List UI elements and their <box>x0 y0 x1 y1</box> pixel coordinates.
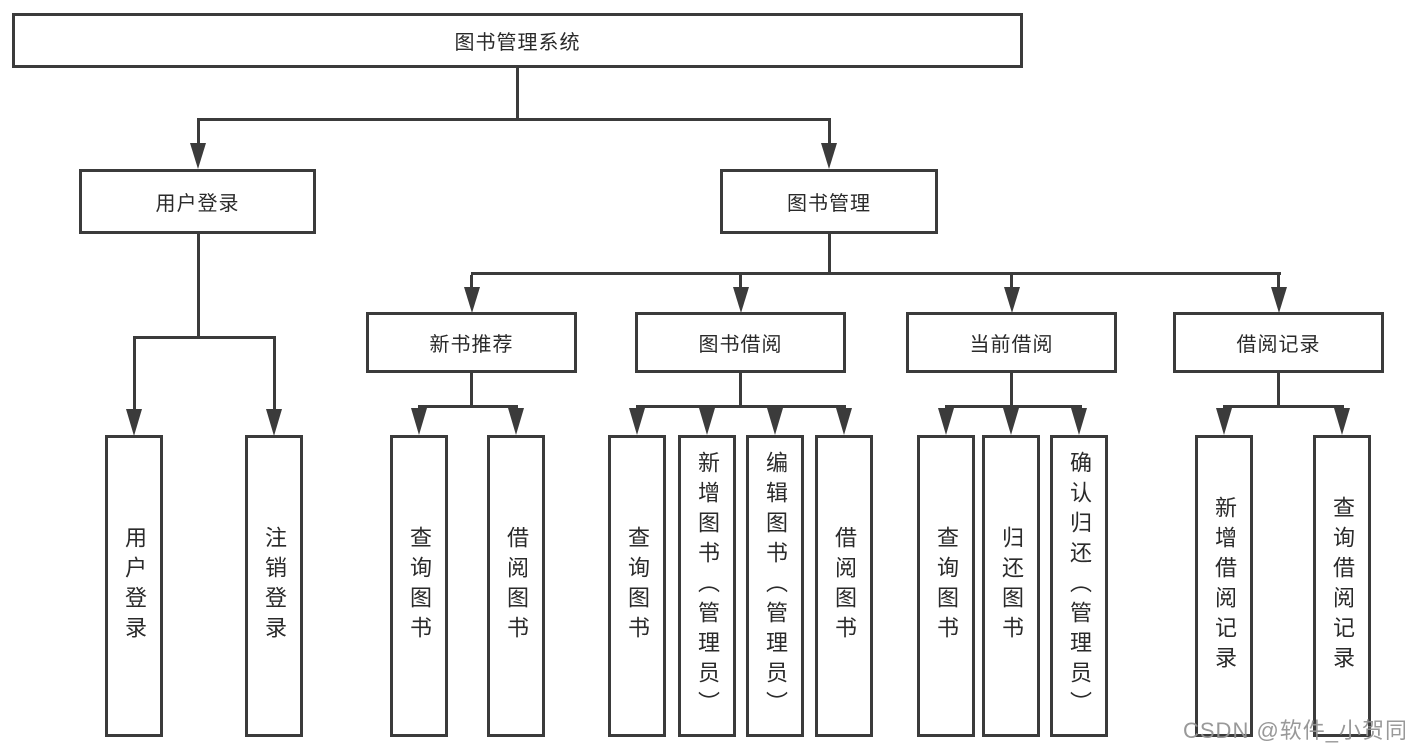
node-label: 借阅图书 <box>832 526 857 646</box>
arrow-down-icon <box>508 408 524 435</box>
node-label: 注销登录 <box>262 526 287 646</box>
node-label: 借阅图书 <box>504 526 529 646</box>
node-label: 查询图书 <box>407 526 432 646</box>
connector-current-stem <box>1010 373 1013 405</box>
node-borrowing-records: 借阅记录 <box>1173 312 1384 373</box>
node-label: 当前借阅 <box>969 334 1054 356</box>
node-label: 用户登录 <box>122 526 147 646</box>
node-leaf-add-borrow-record: 新增借阅记录 <box>1195 435 1253 737</box>
node-current-borrowing: 当前借阅 <box>906 312 1117 373</box>
connector-shaft <box>1010 275 1013 289</box>
arrow-down-icon <box>1271 287 1287 313</box>
connector-shaft <box>1277 275 1280 289</box>
node-new-book-recommend: 新书推荐 <box>366 312 577 373</box>
node-label: 图书管理系统 <box>454 32 581 54</box>
node-leaf-add-book-admin: 新增图书（管理员） <box>678 435 736 737</box>
connector-records-stem <box>1277 373 1280 405</box>
csdn-watermark: CSDN @软件_小贺同学 <box>1183 718 1405 743</box>
node-leaf-query-borrow-record: 查询借阅记录 <box>1313 435 1371 737</box>
connector-shaft <box>273 339 276 410</box>
connector-level2-rail <box>471 272 1281 275</box>
node-leaf-borrow-book-recommend: 借阅图书 <box>487 435 545 737</box>
node-label: 新增图书（管理员） <box>695 451 720 721</box>
arrow-down-icon <box>938 408 954 435</box>
node-label: 借阅记录 <box>1236 334 1321 356</box>
connector-records-rail <box>1223 405 1344 408</box>
node-label: 查询借阅记录 <box>1330 496 1355 676</box>
connector-shaft <box>828 121 831 144</box>
node-leaf-query-book-borrowing: 查询图书 <box>608 435 666 737</box>
node-label: 编辑图书（管理员） <box>763 451 788 721</box>
node-leaf-borrow-book-borrowing: 借阅图书 <box>815 435 873 737</box>
arrow-down-icon <box>699 408 715 435</box>
connector-shaft <box>197 121 200 144</box>
node-label: 用户登录 <box>155 193 240 215</box>
connector-borrowing-rail <box>636 405 846 408</box>
node-label: 确认归还（管理员） <box>1067 451 1092 721</box>
connector-user-login-rail <box>133 336 276 339</box>
node-label: 图书借阅 <box>698 334 783 356</box>
node-label: 新增借阅记录 <box>1212 496 1237 676</box>
connector-current-rail <box>945 405 1082 408</box>
connector-shaft <box>470 275 473 289</box>
arrow-down-icon <box>767 408 783 435</box>
arrow-down-icon <box>629 408 645 435</box>
connector-book-management-stem <box>828 234 831 272</box>
node-leaf-confirm-return-admin: 确认归还（管理员） <box>1050 435 1108 737</box>
arrow-down-icon <box>836 408 852 435</box>
connector-user-login-stem <box>197 234 200 336</box>
node-leaf-logout: 注销登录 <box>245 435 303 737</box>
connector-shaft <box>739 275 742 289</box>
node-leaf-user-login: 用户登录 <box>105 435 163 737</box>
node-label: 图书管理 <box>787 193 871 215</box>
node-user-login: 用户登录 <box>79 169 316 234</box>
node-leaf-query-book-current: 查询图书 <box>917 435 975 737</box>
arrow-down-icon <box>126 409 142 436</box>
node-label: 新书推荐 <box>429 334 514 356</box>
arrow-down-icon <box>821 143 837 169</box>
arrow-down-icon <box>190 143 206 169</box>
connector-root-stem <box>516 68 519 118</box>
arrow-down-icon <box>266 409 282 436</box>
arrow-down-icon <box>411 408 427 435</box>
node-leaf-return-book: 归还图书 <box>982 435 1040 737</box>
connector-level1-rail <box>197 118 831 121</box>
arrow-down-icon <box>1334 408 1350 435</box>
connector-shaft <box>133 339 136 410</box>
node-leaf-edit-book-admin: 编辑图书（管理员） <box>746 435 804 737</box>
node-root-system: 图书管理系统 <box>12 13 1023 68</box>
connector-recommend-rail <box>418 405 518 408</box>
node-book-borrowing: 图书借阅 <box>635 312 846 373</box>
node-leaf-query-book-recommend: 查询图书 <box>390 435 448 737</box>
arrow-down-icon <box>733 287 749 313</box>
arrow-down-icon <box>1071 408 1087 435</box>
arrow-down-icon <box>1003 408 1019 435</box>
arrow-down-icon <box>1004 287 1020 313</box>
arrow-down-icon <box>464 287 480 313</box>
node-label: 查询图书 <box>934 526 959 646</box>
arrow-down-icon <box>1216 408 1232 435</box>
node-label: 归还图书 <box>999 526 1024 646</box>
connector-recommend-stem <box>470 373 473 405</box>
node-label: 查询图书 <box>625 526 650 646</box>
connector-borrowing-stem <box>739 373 742 405</box>
node-book-management: 图书管理 <box>720 169 938 234</box>
